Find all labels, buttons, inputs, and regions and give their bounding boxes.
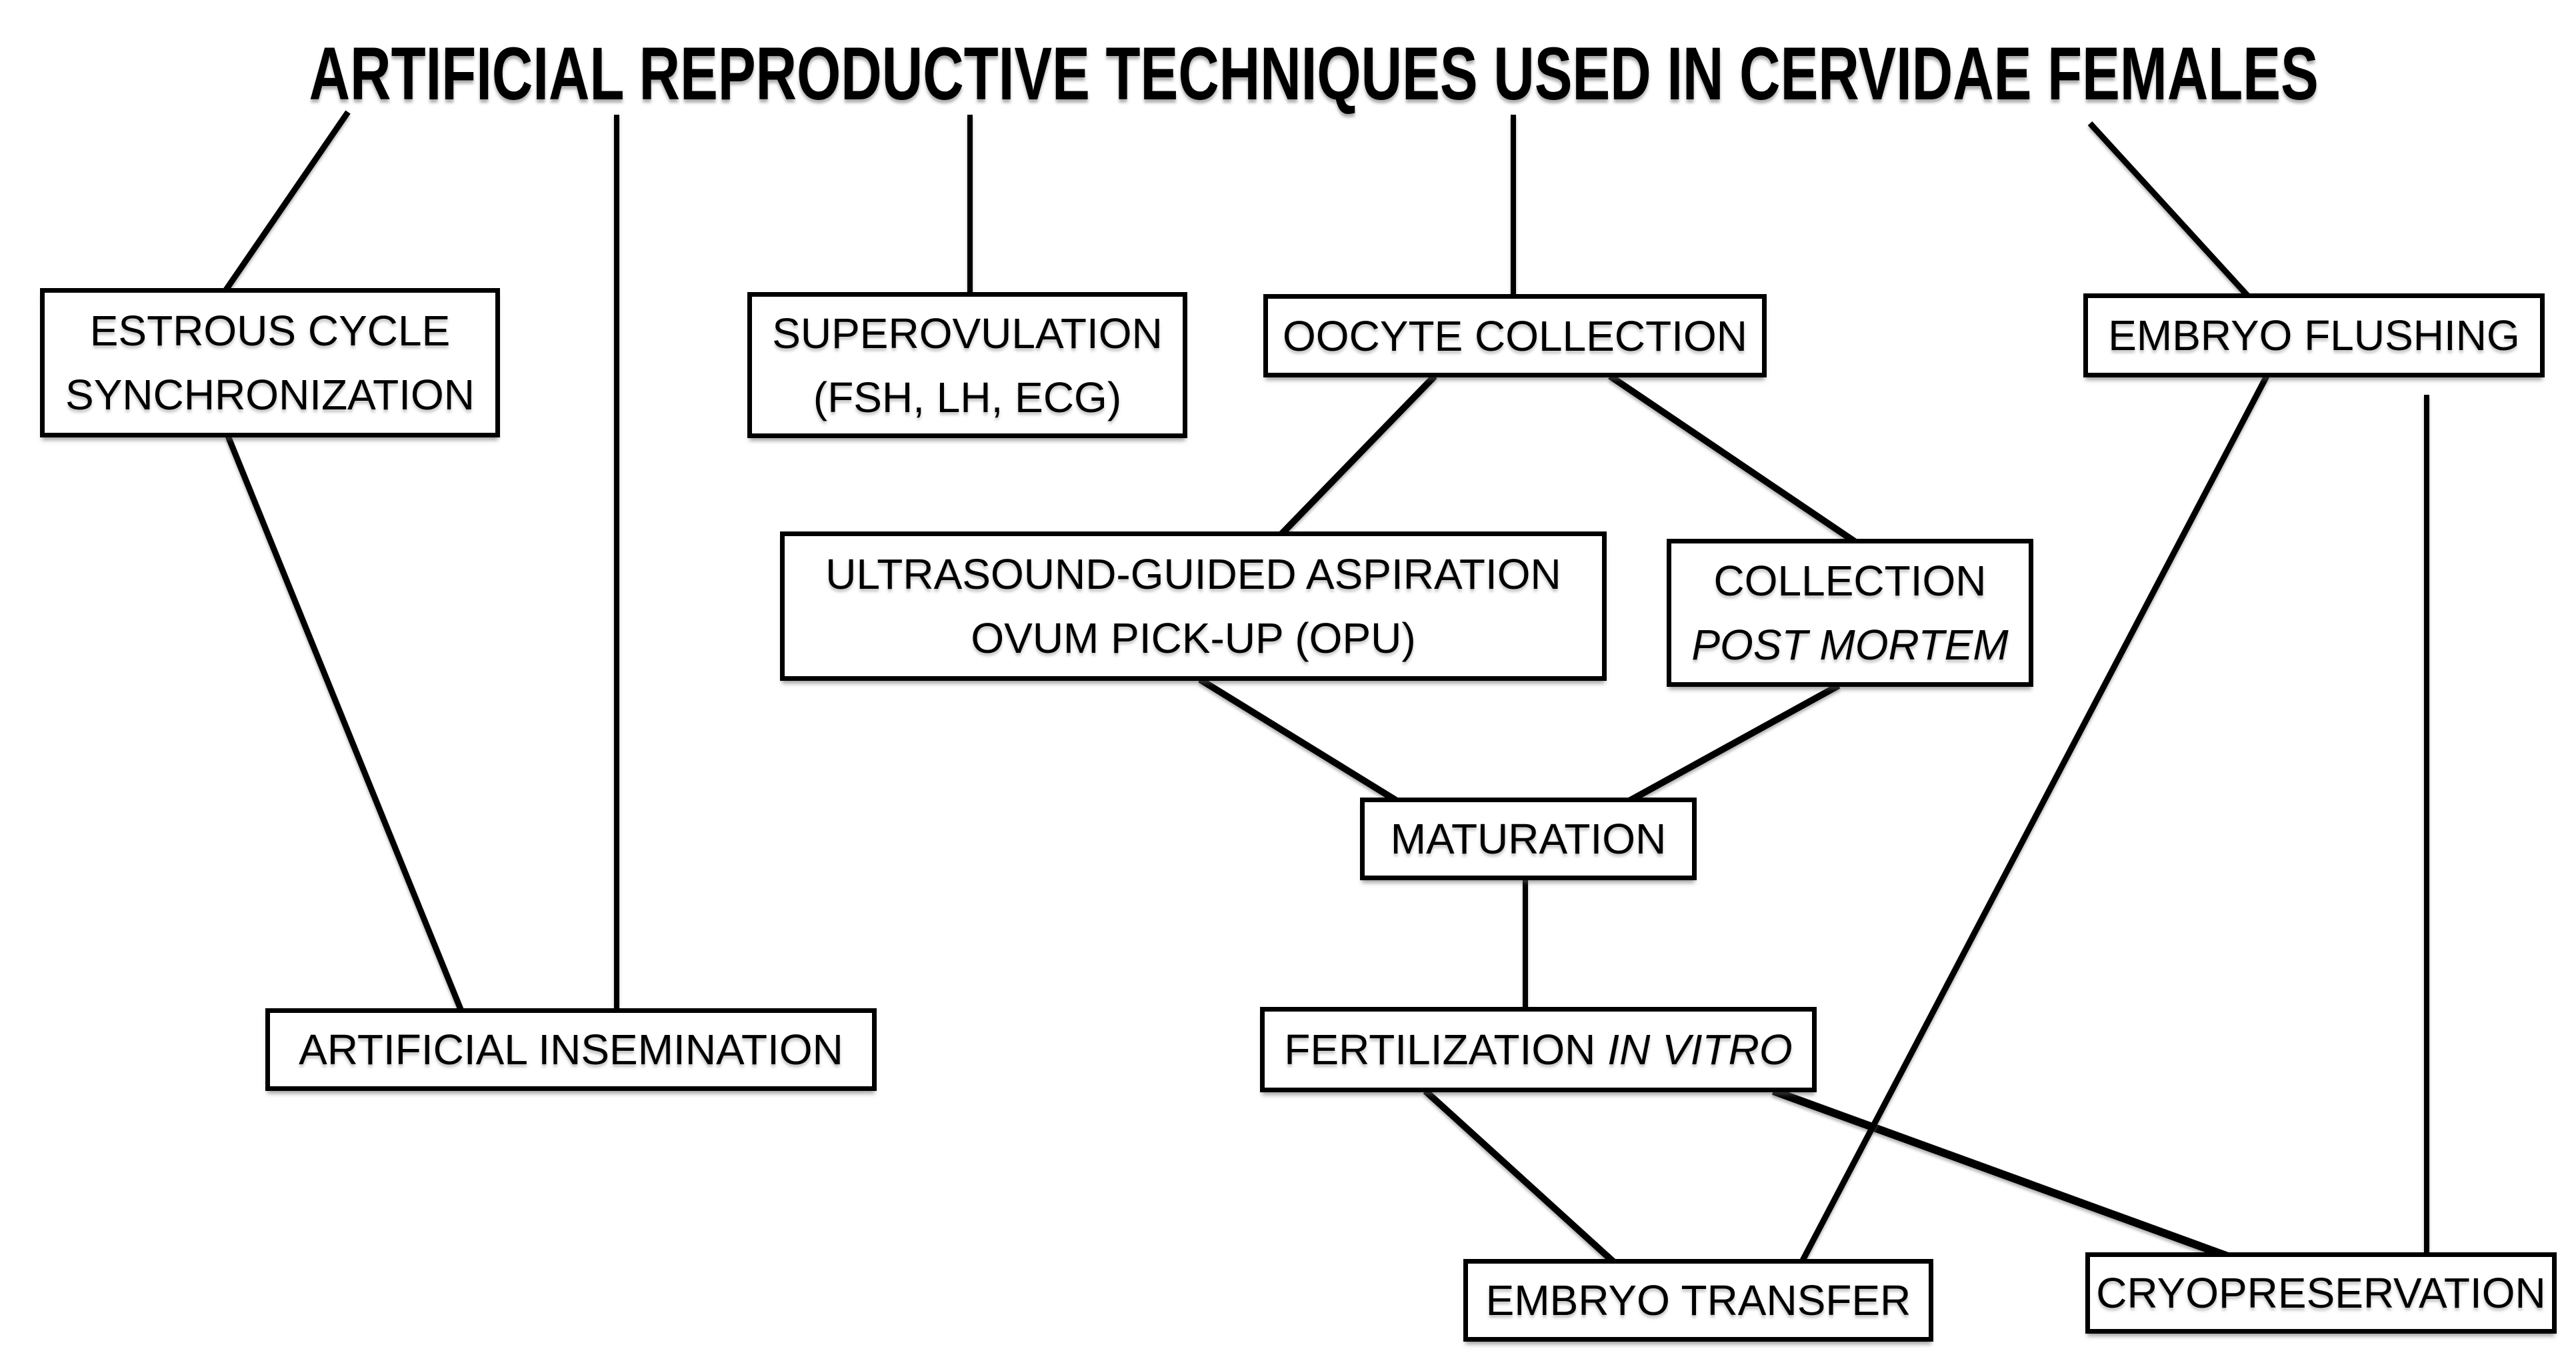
node-ultrasound-guided-aspiration-opu: ULTRASOUND-GUIDED ASPIRATION OVUM PICK-U… — [780, 531, 1607, 681]
node-label-line: COLLECTION — [1713, 557, 1987, 605]
edge-collection-pm-maturation — [1626, 682, 1841, 805]
node-superovulation: SUPEROVULATION (FSH, LH, ECG) — [747, 292, 1187, 438]
node-collection-post-mortem: COLLECTION POST MORTEM — [1667, 539, 2033, 687]
node-label-line: ULTRASOUND-GUIDED ASPIRATION — [825, 550, 1561, 598]
edge-estrous-artificial-insemination — [225, 435, 465, 1012]
edge-title-embryo-flushing — [2087, 121, 2251, 299]
node-label-line: SUPEROVULATION — [772, 309, 1163, 357]
node-embryo-transfer: EMBRYO TRANSFER — [1463, 1259, 1933, 1342]
diagram-title: ARTIFICIAL REPRODUCTIVE TECHNIQUES USED … — [309, 32, 2319, 115]
edge-fertilization-cryopreservation — [1771, 1087, 2230, 1260]
node-cryopreservation: CRYOPRESERVATION — [2085, 1252, 2557, 1334]
node-label-line: CRYOPRESERVATION — [2096, 1269, 2546, 1317]
edge-title-estrous — [223, 110, 351, 293]
node-artificial-insemination: ARTIFICIAL INSEMINATION — [265, 1008, 877, 1091]
node-label-line: EMBRYO FLUSHING — [2108, 311, 2520, 359]
node-label-line: OVUM PICK-UP (OPU) — [971, 614, 1416, 662]
node-label-line: SYNCHRONIZATION — [65, 371, 475, 419]
node-label-line-italic: POST MORTEM — [1691, 621, 2009, 669]
edge-oocyte-opu — [1279, 373, 1437, 537]
node-label-line: FERTILIZATION — [1284, 1026, 1596, 1074]
node-label-line-italic: IN VITRO — [1607, 1026, 1793, 1074]
node-embryo-flushing: EMBRYO FLUSHING — [2083, 293, 2545, 377]
node-label-line: ARTIFICIAL INSEMINATION — [299, 1026, 843, 1074]
node-label-line: MATURATION — [1390, 815, 1667, 863]
node-maturation: MATURATION — [1360, 798, 1697, 880]
node-label-line: (FSH, LH, ECG) — [813, 373, 1122, 421]
node-label-line: EMBRYO TRANSFER — [1485, 1276, 1911, 1324]
node-estrous-cycle-synchronization: ESTROUS CYCLE SYNCHRONIZATION — [40, 288, 500, 437]
edge-fertilization-embryo-transfer — [1423, 1088, 1616, 1264]
node-label-line: ESTROUS CYCLE — [89, 307, 451, 355]
edge-opu-maturation — [1198, 676, 1400, 805]
edge-oocyte-collection-pm — [1608, 373, 1857, 545]
node-label-line: OOCYTE COLLECTION — [1283, 311, 1747, 360]
node-oocyte-collection: OOCYTE COLLECTION — [1263, 294, 1767, 377]
edge-flushing-embryo-transfer — [1799, 374, 2269, 1264]
